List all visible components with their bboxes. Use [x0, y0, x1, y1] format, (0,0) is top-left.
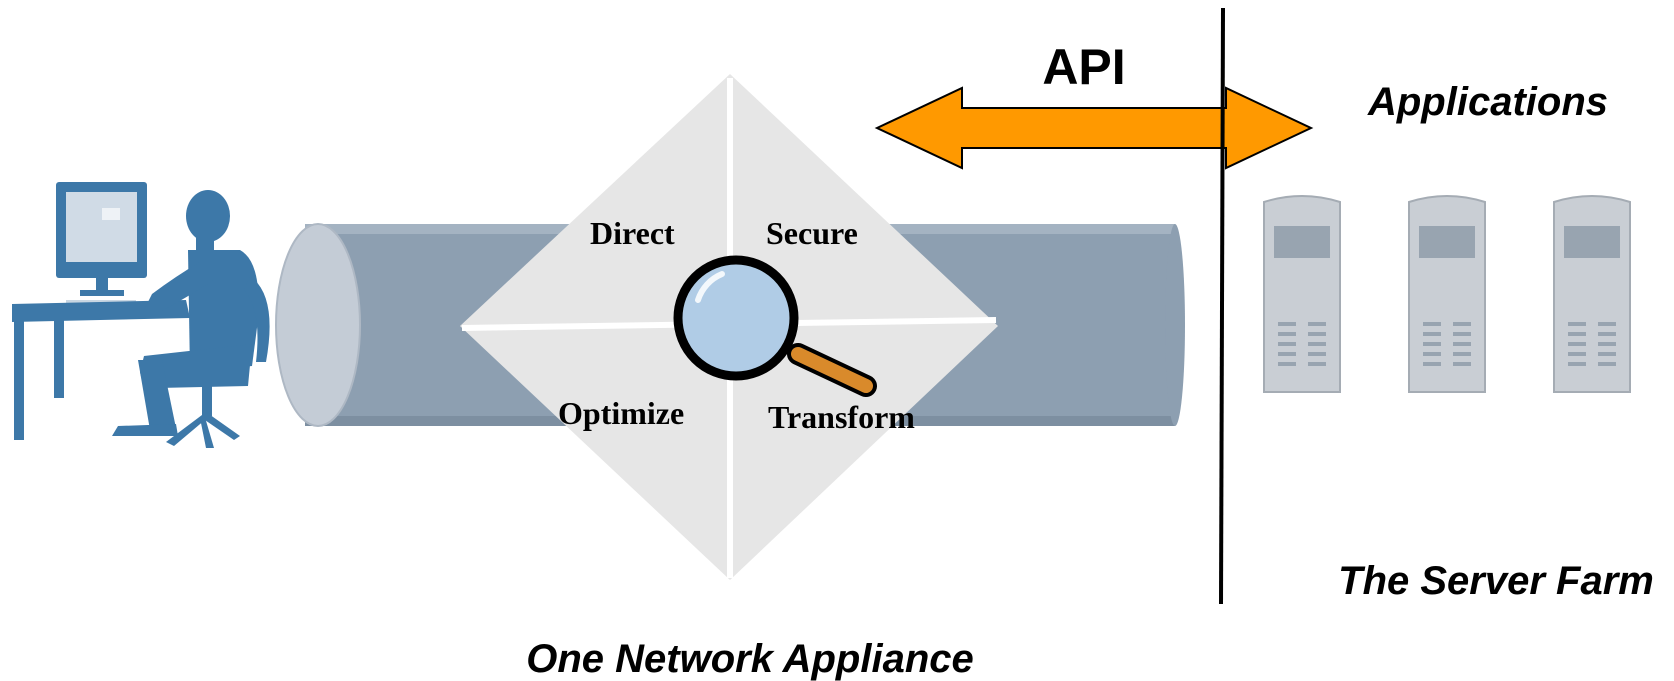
server-tower-icon [1553, 195, 1631, 393]
magnifying-glass-icon [673, 255, 877, 397]
quadrant-label-optimize: Optimize [558, 395, 684, 431]
quadrant-label-direct: Direct [590, 215, 675, 251]
user-at-computer-icon [12, 182, 270, 448]
applications-label: Applications [1367, 80, 1608, 124]
server-tower-icon [1408, 195, 1486, 393]
api-arrow [874, 86, 1314, 170]
boundary-line [1219, 7, 1225, 605]
api-label: API [1042, 39, 1125, 95]
server-farm-label: The Server Farm [1338, 559, 1654, 603]
quadrant-label-secure: Secure [766, 215, 858, 251]
appliance-label: One Network Appliance [526, 637, 974, 681]
server-tower-icon [1263, 195, 1341, 393]
quadrant-label-transform: Transform [768, 399, 915, 435]
pipe-end-opening [275, 223, 361, 427]
